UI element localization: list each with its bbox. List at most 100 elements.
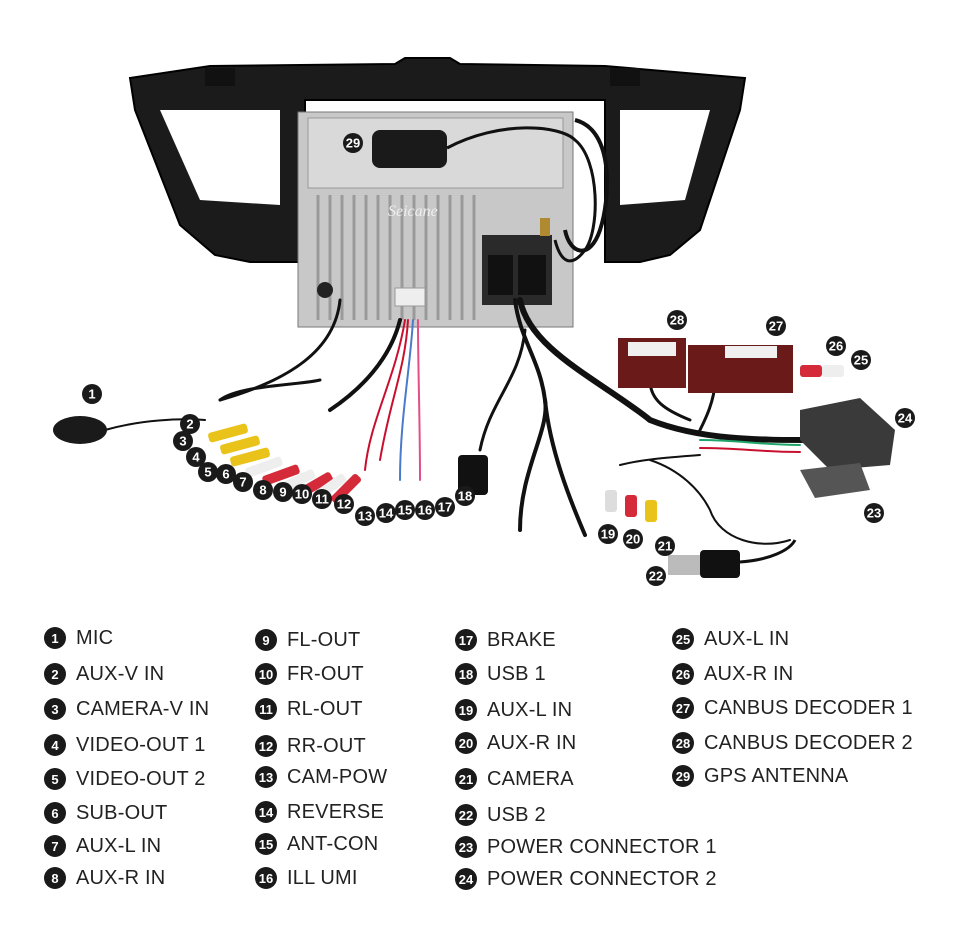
legend-badge: 1 [44,627,66,649]
legend-badge: 23 [455,836,477,858]
svg-text:4: 4 [192,450,200,465]
legend-label: FR-OUT [287,663,364,686]
legend-badge: 22 [455,804,477,826]
svg-text:23: 23 [867,506,881,521]
legend-badge: 9 [255,629,277,651]
callout-6: 6 [216,464,236,484]
svg-text:11: 11 [315,492,329,507]
callout-21: 21 [655,536,675,556]
callout-12: 12 [334,494,354,514]
legend-badge: 27 [672,697,694,719]
legend-label: RL-OUT [287,698,363,721]
callout-25: 25 [851,350,871,370]
legend-label: VIDEO-OUT 1 [76,734,206,757]
callout-22: 22 [646,566,666,586]
wires [105,300,810,544]
legend-label: AUX-R IN [76,867,165,890]
legend-badge: 26 [672,663,694,685]
callout-7: 7 [233,472,253,492]
legend-label: MIC [76,627,113,650]
legend-label: REVERSE [287,801,384,824]
svg-text:12: 12 [337,497,351,512]
canbus-decoder-2 [618,338,686,388]
legend-label: USB 2 [487,804,546,827]
svg-text:3: 3 [179,434,186,449]
svg-text:25: 25 [854,353,868,368]
power-connector-1 [800,463,870,498]
microphone [53,416,107,444]
legend-label: AUX-R IN [487,732,576,755]
legend-label: ILL UMI [287,867,358,890]
legend-label: AUX-L IN [487,699,572,722]
legend-badge: 19 [455,699,477,721]
svg-text:27: 27 [769,319,783,334]
svg-text:18: 18 [458,489,472,504]
svg-text:9: 9 [279,485,286,500]
legend-item-aux-l-in-3: 25 AUX-L IN [672,626,789,652]
legend-item-reverse: 14REVERSE [255,799,384,825]
callout-1: 1 [82,384,102,404]
svg-text:20: 20 [626,532,640,547]
callout-9: 9 [273,482,293,502]
legend-badge: 4 [44,734,66,756]
svg-text:10: 10 [295,487,309,502]
legend-badge: 25 [672,628,694,650]
legend-item-usb-2: 22 USB 2 [455,802,546,828]
legend-item-video-out-1: 4 VIDEO-OUT 1 [44,732,206,758]
callout-29: 29 [343,133,363,153]
callout-17: 17 [435,497,455,517]
legend-item-fr-out: 10 FR-OUT [255,661,364,687]
svg-text:17: 17 [438,500,452,515]
callout-23: 23 [864,503,884,523]
legend-badge: 10 [255,663,277,685]
legend-item-power-connector-1: 23 POWER CONNECTOR 1 [455,834,717,860]
legend-item-rl-out: 11 RL-OUT [255,696,363,722]
wiring-diagram: Seicane [0,0,980,600]
svg-text:24: 24 [898,411,913,426]
callout-3: 3 [173,431,193,451]
legend-label: FL-OUT [287,629,360,652]
legend-badge: 29 [672,765,694,787]
legend-badge: 7 [44,835,66,857]
legend-badge: 5 [44,768,66,790]
legend-item-video-out-2: 5 VIDEO-OUT 2 [44,766,206,792]
svg-text:15: 15 [398,503,412,518]
legend-label: CANBUS DECODER 2 [704,732,913,755]
callout-16: 16 [415,500,435,520]
callout-14: 14 [376,503,396,523]
svg-text:28: 28 [670,313,684,328]
svg-text:16: 16 [418,503,432,518]
brand-watermark: Seicane [388,203,438,220]
legend-badge: 15 [255,833,277,855]
legend-item-aux-l-in-2: 19 AUX-L IN [455,697,572,723]
legend-label: VIDEO-OUT 2 [76,768,206,791]
callout-24: 24 [895,408,915,428]
svg-text:5: 5 [204,465,211,480]
svg-text:13: 13 [358,509,372,524]
legend-label: CAMERA-V IN [76,698,209,721]
legend-label: POWER CONNECTOR 1 [487,836,717,859]
legend-item-power-connector-2: 24POWER CONNECTOR 2 [455,866,717,892]
legend-badge: 20 [455,732,477,754]
callout-18: 18 [455,486,475,506]
canbus-decoder-1 [688,345,793,393]
legend-badge: 18 [455,663,477,685]
legend-label: USB 1 [487,663,546,686]
callout-15: 15 [395,500,415,520]
svg-text:29: 29 [346,136,360,151]
legend-badge: 11 [255,698,277,720]
legend-badge: 17 [455,629,477,651]
usb-2-connector [668,540,795,578]
svg-text:26: 26 [829,339,843,354]
legend-item-brake: 17BRAKE [455,627,556,653]
legend-label: AUX-L IN [704,628,789,651]
svg-text:22: 22 [649,569,663,584]
